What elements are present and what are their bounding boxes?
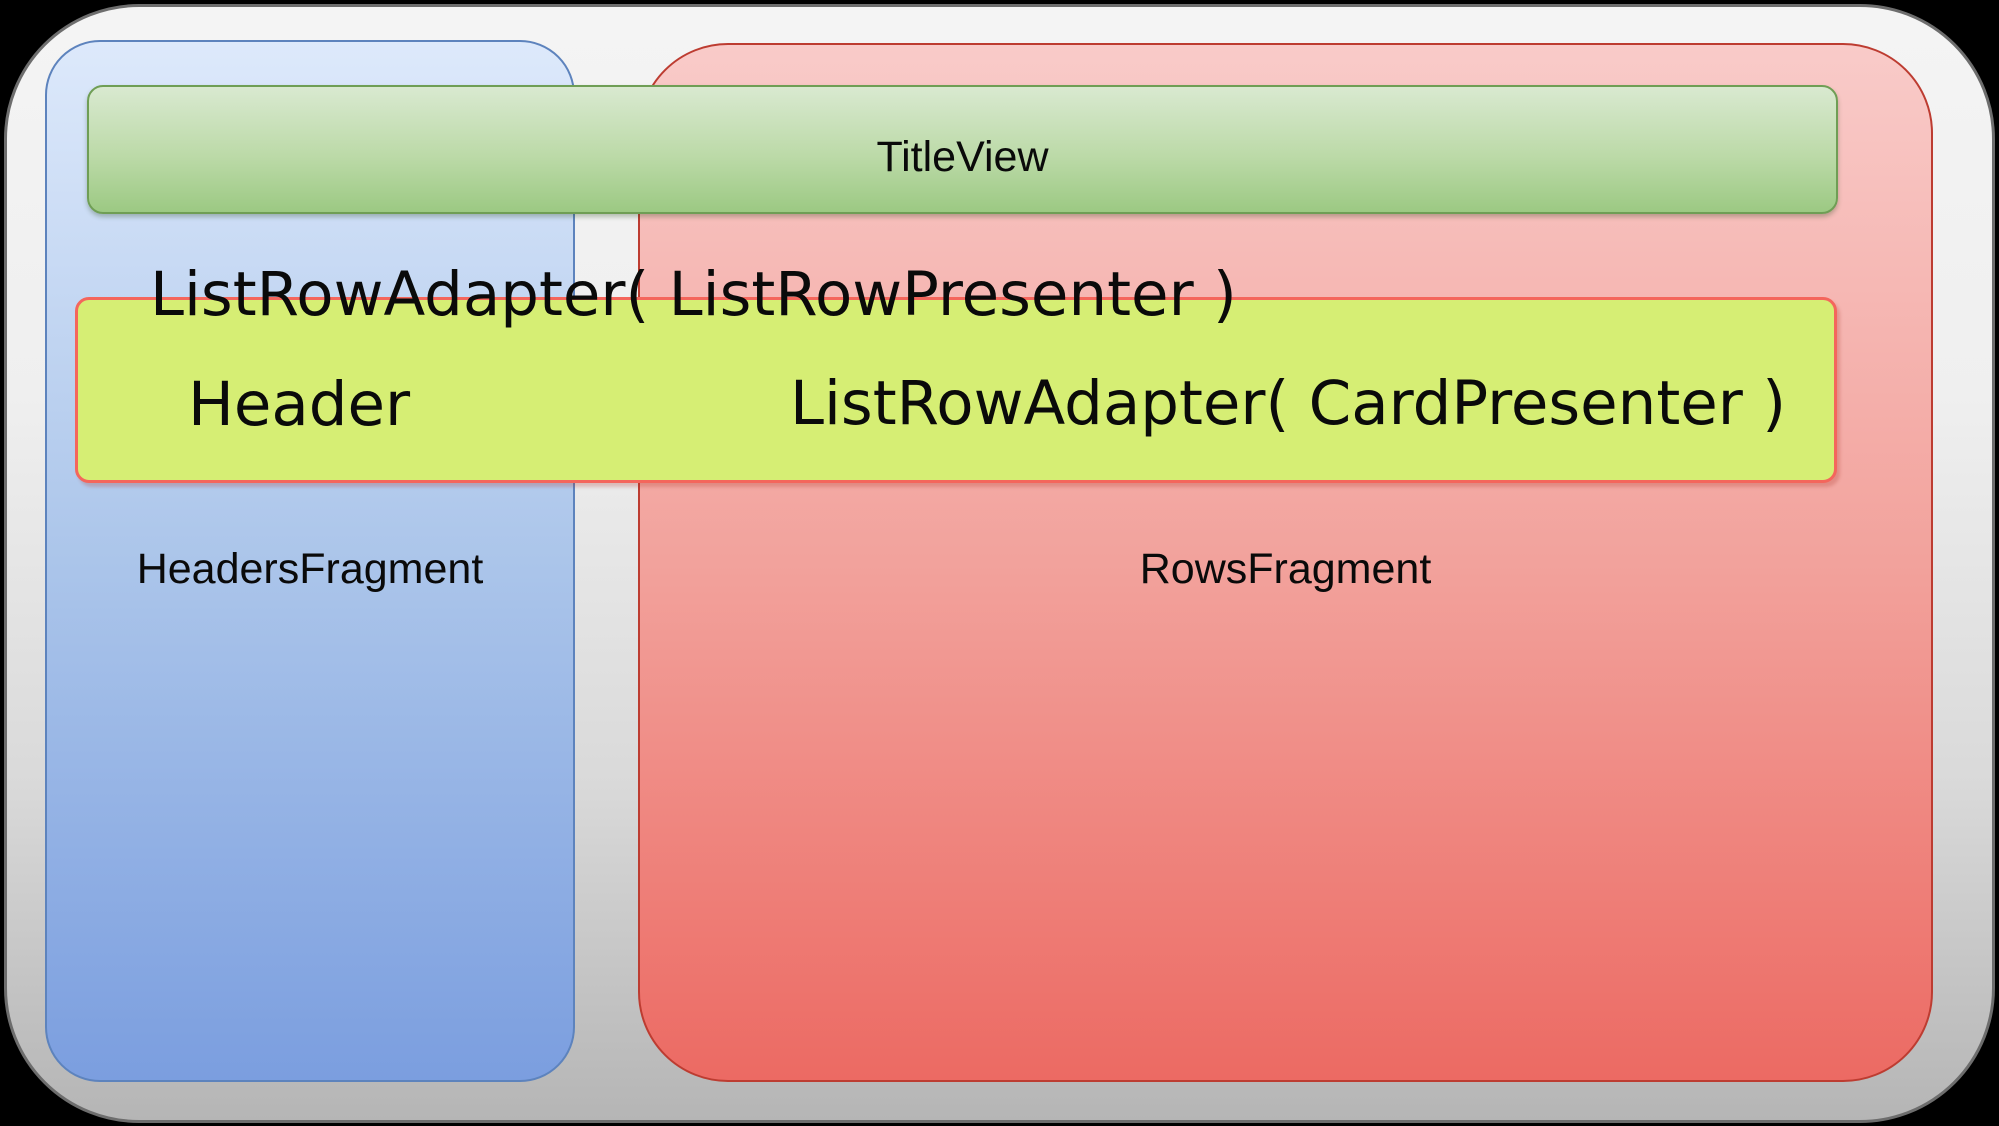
adapter-row-box xyxy=(75,297,1837,483)
header-cell-text: Header xyxy=(188,369,411,440)
title-view-bar: TitleView xyxy=(87,85,1838,214)
headers-fragment-label: HeadersFragment xyxy=(136,545,484,593)
title-view-label: TitleView xyxy=(876,133,1049,181)
rows-fragment-label: RowsFragment xyxy=(1139,545,1432,593)
card-presenter-text: ListRowAdapter( CardPresenter ) xyxy=(790,368,1787,439)
list-row-presenter-text: ListRowAdapter( ListRowPresenter ) xyxy=(150,259,1237,330)
rows-fragment-box xyxy=(638,43,1933,1082)
